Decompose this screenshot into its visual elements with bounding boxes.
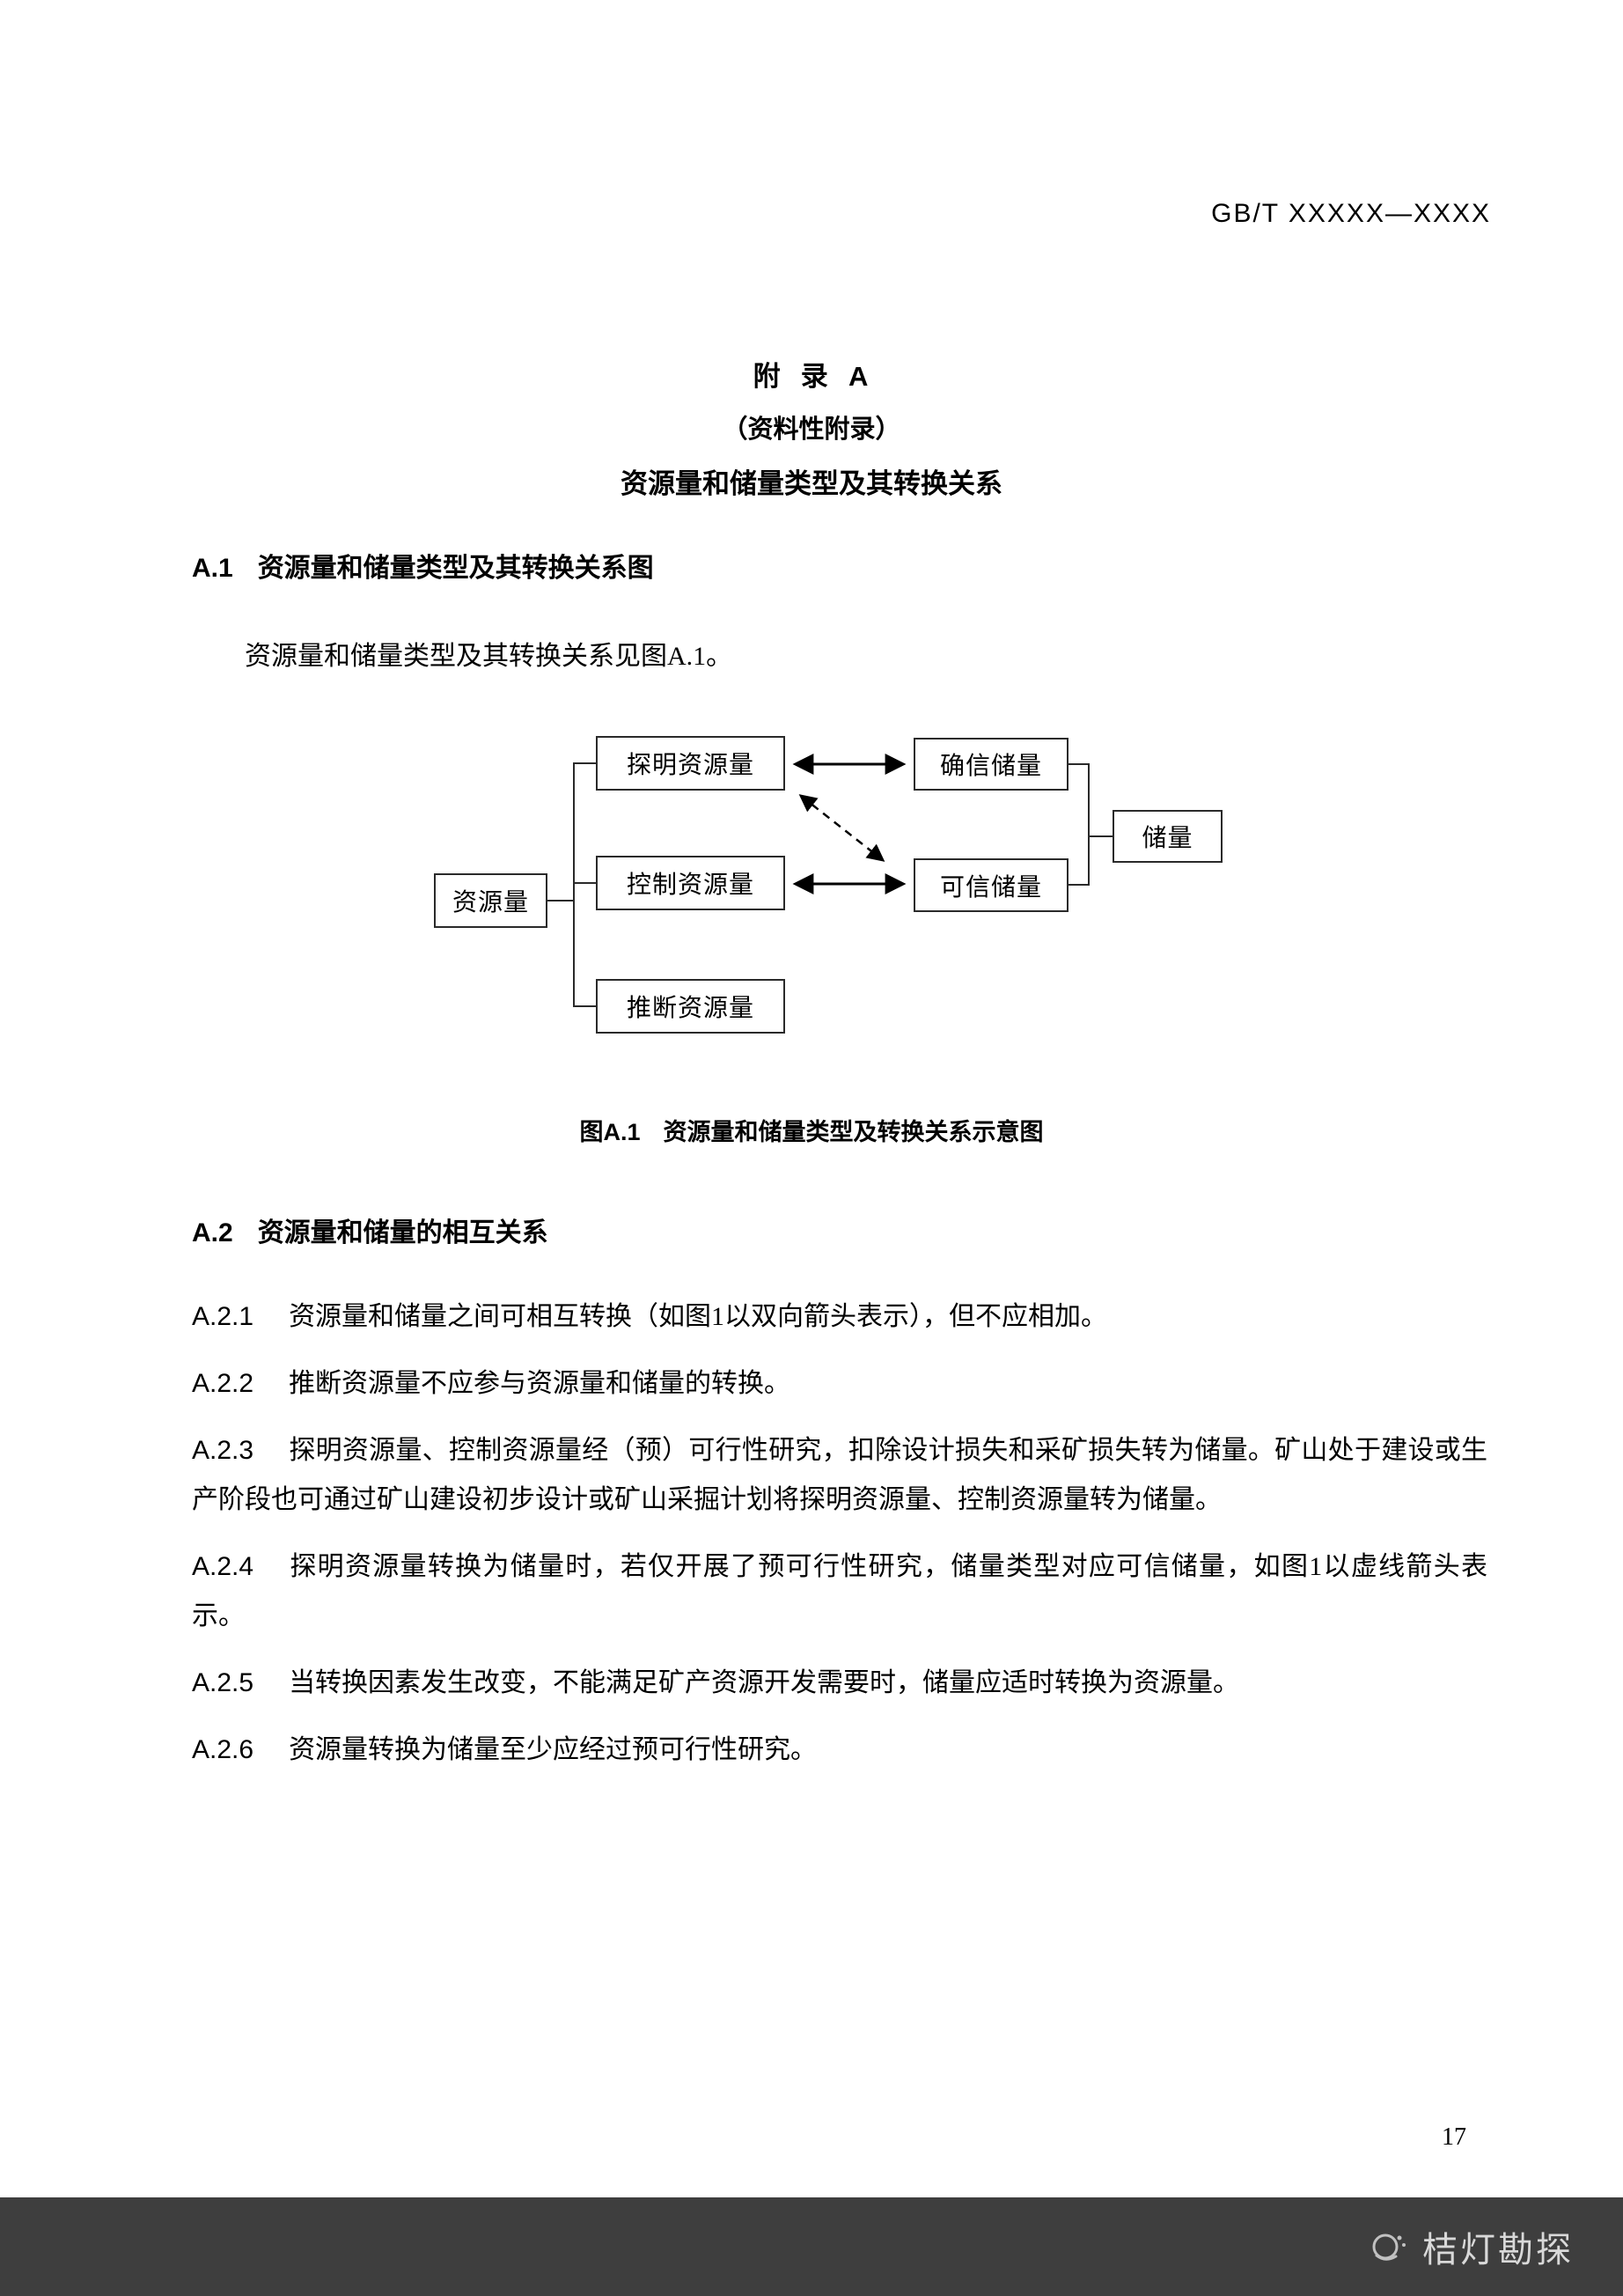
clause-a2-5-text: 当转换因素发生改变，不能满足矿产资源开发需要时，储量应适时转换为资源量。: [289, 1668, 1240, 1697]
appendix-title: 附 录 A: [753, 361, 870, 392]
clause-a2-1-text: 资源量和储量之间可相互转换（如图1以双向箭头表示），但不应相加。: [289, 1302, 1108, 1331]
box-resource-total: 资源量: [434, 873, 547, 928]
box-measured-resource: 探明资源量: [596, 736, 785, 791]
standard-code: GB/T XXXXX—XXXX: [1211, 199, 1491, 228]
clause-a2-3-label: A.2.3: [192, 1436, 254, 1465]
section-a2-heading: A.2 资源量和储量的相互关系: [192, 1211, 548, 1249]
section-a1-title: 资源量和储量类型及其转换关系图: [257, 554, 654, 583]
box-probable-reserve: 可信储量: [914, 858, 1069, 912]
clause-a2-2-text: 推断资源量不应参与资源量和储量的转换。: [289, 1369, 791, 1398]
clause-a2-1-label: A.2.1: [192, 1302, 254, 1331]
clause-a2-1: A.2.1 资源量和储量之间可相互转换（如图1以双向箭头表示），但不应相加。: [192, 1292, 1487, 1342]
clause-a2-2-label: A.2.2: [192, 1369, 254, 1398]
box-controlled-resource: 控制资源量: [596, 856, 785, 910]
clause-a2-4-text: 探明资源量转换为储量时，若仅开展了预可行性研究，储量类型对应可信储量，如图1以虚…: [192, 1552, 1487, 1630]
clause-a2-6-text: 资源量转换为储量至少应经过预可行性研究。: [289, 1735, 818, 1764]
section-a1-intro: 资源量和储量类型及其转换关系见图A.1。: [245, 642, 733, 671]
section-a2-label: A.2: [192, 1218, 233, 1247]
page-number: 17: [1442, 2123, 1466, 2151]
clause-a2-3-text: 探明资源量、控制资源量经（预）可行性研究，扣除设计损失和采矿损失转为储量。矿山处…: [192, 1436, 1487, 1514]
clause-a2-6: A.2.6 资源量转换为储量至少应经过预可行性研究。: [192, 1726, 1487, 1775]
figure-caption-label: 图A.1: [579, 1119, 641, 1145]
box-reserve: 储量: [1113, 810, 1223, 863]
box-inferred-resource: 推断资源量: [596, 979, 785, 1034]
clause-a2-6-label: A.2.6: [192, 1735, 254, 1764]
section-a2-clauses: A.2.1 资源量和储量之间可相互转换（如图1以双向箭头表示），但不应相加。 A.…: [192, 1292, 1487, 1792]
box-proved-reserve: 确信储量: [914, 738, 1069, 791]
watermark-text: 桔灯勘探: [1422, 2230, 1574, 2270]
section-a2-title: 资源量和储量的相互关系: [257, 1218, 548, 1247]
figure-caption-text: 资源量和储量类型及转换关系示意图: [663, 1119, 1044, 1145]
footer-watermark-bar: 桔灯勘探: [0, 2197, 1623, 2296]
clause-a2-5-label: A.2.5: [192, 1668, 254, 1697]
clause-a2-5: A.2.5 当转换因素发生改变，不能满足矿产资源开发需要时，储量应适时转换为资源量…: [192, 1659, 1487, 1708]
diagram-connectors: [547, 754, 1113, 1007]
section-a1-heading: A.1 资源量和储量类型及其转换关系图: [192, 546, 654, 585]
section-a1-label: A.1: [192, 554, 233, 583]
figure-a1-caption: 图A.1 资源量和储量类型及转换关系示意图: [0, 1113, 1623, 1147]
appendix-subtitle: （资料性附录）: [722, 416, 901, 444]
figure-a1-diagram: 探明资源量 确信储量 储量 控制资源量 可信储量 资源量 推断资源量: [422, 731, 1259, 1048]
clause-a2-2: A.2.2 推断资源量不应参与资源量和储量的转换。: [192, 1359, 1487, 1409]
watermark-logo-icon: [1372, 2233, 1406, 2261]
appendix-name: 资源量和储量类型及其转换关系: [621, 468, 1002, 499]
appendix-title-block: 附 录 A （资料性附录） 资源量和储量类型及其转换关系: [0, 354, 1623, 501]
clause-a2-4-label: A.2.4: [192, 1552, 254, 1581]
